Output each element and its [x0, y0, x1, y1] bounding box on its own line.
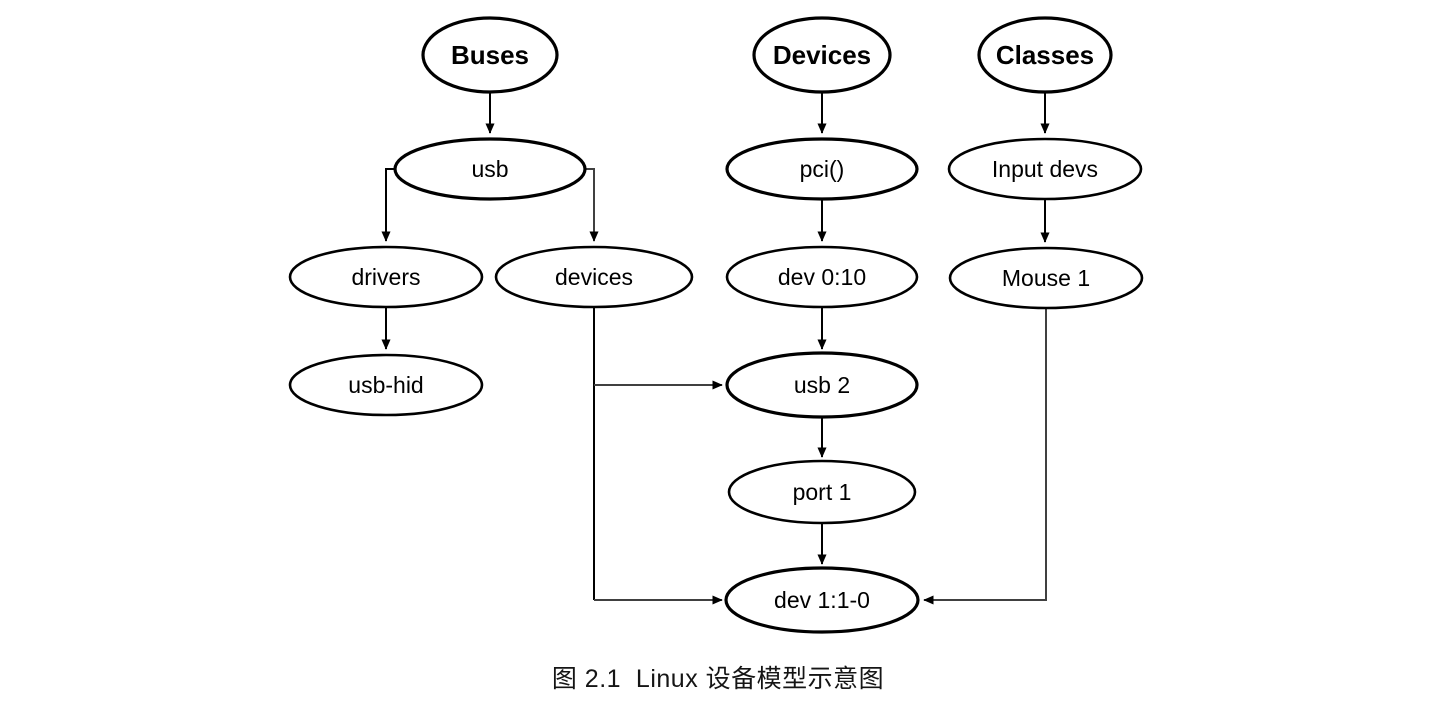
node-input-devs-label: Input devs [992, 156, 1098, 182]
node-buses-label: Buses [451, 40, 529, 70]
node-dev-0-10[interactable]: dev 0:10 [725, 245, 919, 309]
node-input-devs[interactable]: Input devs [947, 137, 1143, 201]
node-drivers-shape [288, 245, 484, 309]
node-drivers-label: drivers [351, 264, 420, 290]
node-dev-0-10-label: dev 0:10 [778, 264, 866, 290]
node-port-1[interactable]: port 1 [727, 459, 917, 525]
node-usb-2[interactable]: usb 2 [725, 351, 919, 419]
edges-layer [381, 92, 1050, 605]
node-classes[interactable]: Classes [977, 16, 1113, 94]
edge-usb-to-devices [585, 168, 599, 242]
edge-mouse1-to-dev110 [923, 308, 1047, 605]
node-drivers[interactable]: drivers [288, 245, 484, 309]
node-usb-2-shape [725, 351, 919, 419]
node-mouse-1-shape [948, 246, 1144, 310]
node-port-1-label: port 1 [793, 479, 852, 505]
node-pci[interactable]: pci() [725, 137, 919, 201]
node-port-1-shape [727, 459, 917, 525]
node-usb-2-label: usb 2 [794, 372, 850, 398]
node-usb-shape [393, 137, 587, 201]
node-usb-hid-shape [288, 353, 484, 417]
node-buses[interactable]: Buses [421, 16, 559, 94]
node-classes-label: Classes [996, 40, 1094, 70]
node-usb-hid[interactable]: usb-hid [288, 353, 484, 417]
node-usb[interactable]: usb [393, 137, 587, 201]
figure-caption: 图 2.1 Linux 设备模型示意图 [551, 665, 885, 693]
node-dev-1-1-0-shape [724, 566, 920, 634]
node-dev-1-1-0[interactable]: dev 1:1-0 [724, 566, 920, 634]
node-devices-label: devices [555, 264, 633, 290]
node-usb-hid-label: usb-hid [348, 372, 423, 398]
node-devices-shape [494, 245, 694, 309]
node-buses-shape [421, 16, 559, 94]
node-pci-shape [725, 137, 919, 201]
node-devices-root-shape [752, 16, 892, 94]
node-dev-1-1-0-label: dev 1:1-0 [774, 587, 870, 613]
node-mouse-1-label: Mouse 1 [1002, 265, 1090, 291]
node-devices-root[interactable]: Devices [752, 16, 892, 94]
node-devices-root-label: Devices [773, 40, 871, 70]
node-classes-shape [977, 16, 1113, 94]
edge-usb-to-drivers [381, 168, 395, 242]
node-mouse-1[interactable]: Mouse 1 [948, 246, 1144, 310]
node-pci-label: pci() [800, 156, 845, 182]
node-dev-0-10-shape [725, 245, 919, 309]
node-input-devs-shape [947, 137, 1143, 201]
node-usb-label: usb [471, 156, 508, 182]
nodes-layer: Buses Devices Classes usb pci() [288, 16, 1144, 634]
node-devices[interactable]: devices [494, 245, 694, 309]
